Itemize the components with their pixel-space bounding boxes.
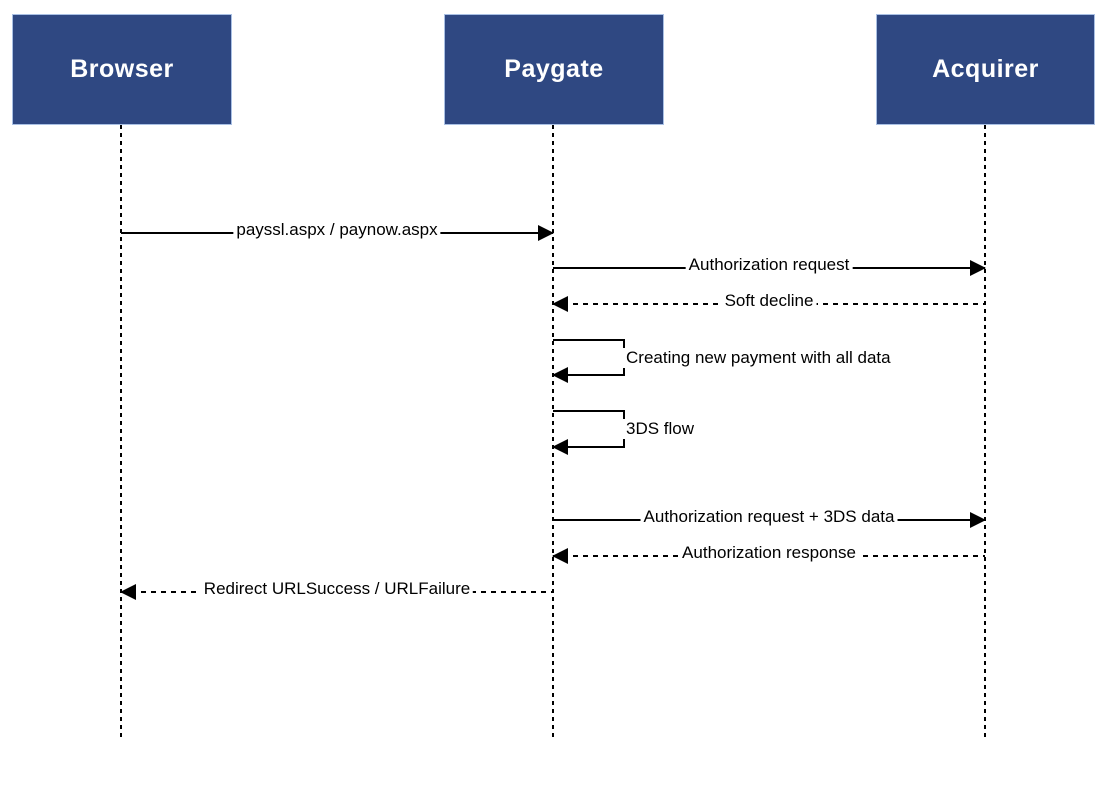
message-authorization-request: Authorization request bbox=[553, 255, 986, 276]
message-creating-new-payment: Creating new payment with all data bbox=[552, 339, 894, 383]
actor-box-browser: Browser bbox=[12, 14, 232, 125]
message-payssl-paynow: payssl.aspx / paynow.aspx bbox=[121, 220, 554, 241]
message-label: Creating new payment with all data bbox=[623, 347, 894, 368]
arrowhead-left-icon bbox=[552, 296, 568, 312]
message-authorization-response: Authorization response bbox=[552, 543, 985, 564]
arrowhead-left-icon bbox=[552, 548, 568, 564]
arrowhead-left-icon bbox=[552, 367, 568, 383]
arrowhead-right-icon bbox=[970, 260, 986, 276]
message-label: Authorization request bbox=[685, 255, 853, 275]
actor-box-acquirer: Acquirer bbox=[876, 14, 1095, 125]
message-label: Redirect URLSuccess / URLFailure bbox=[200, 579, 474, 599]
message-label: Authorization request + 3DS data bbox=[640, 507, 898, 527]
actor-label-browser: Browser bbox=[70, 55, 174, 83]
message-3ds-flow: 3DS flow bbox=[552, 410, 698, 455]
lifeline-paygate bbox=[552, 125, 554, 737]
lifeline-acquirer bbox=[984, 125, 986, 737]
lifeline-browser bbox=[120, 125, 122, 737]
actor-box-paygate: Paygate bbox=[444, 14, 664, 125]
message-label: 3DS flow bbox=[623, 419, 698, 439]
arrowhead-right-icon bbox=[970, 512, 986, 528]
actor-label-acquirer: Acquirer bbox=[932, 55, 1039, 83]
message-redirect-urls: Redirect URLSuccess / URLFailure bbox=[120, 579, 553, 600]
message-soft-decline: Soft decline bbox=[552, 291, 985, 312]
arrowhead-left-icon bbox=[552, 439, 568, 455]
message-label: payssl.aspx / paynow.aspx bbox=[233, 220, 441, 240]
arrowhead-right-icon bbox=[538, 225, 554, 241]
message-label: Soft decline bbox=[721, 291, 817, 311]
arrowhead-left-icon bbox=[120, 584, 136, 600]
actor-label-paygate: Paygate bbox=[504, 55, 604, 83]
message-authorization-request-3ds: Authorization request + 3DS data bbox=[553, 507, 986, 528]
message-label: Authorization response bbox=[679, 543, 859, 563]
